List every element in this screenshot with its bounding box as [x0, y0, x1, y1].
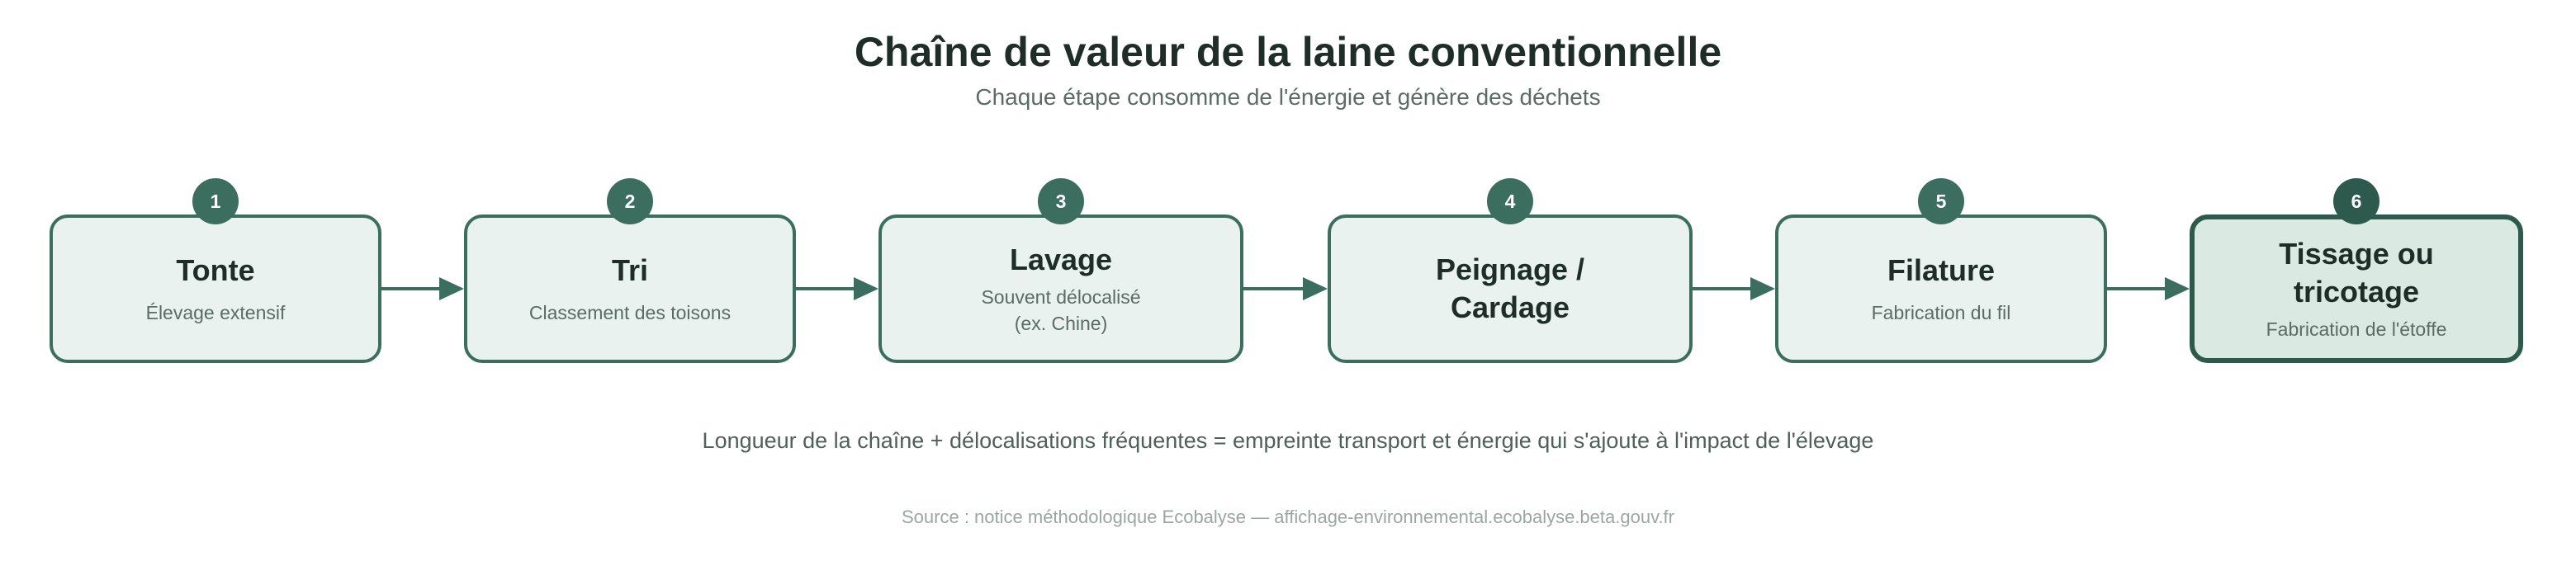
step-title: Lavage [1009, 243, 1113, 276]
connector-arrow-2-3 [796, 277, 878, 300]
arrowhead-icon [1750, 277, 1775, 300]
step-title: Tonte [176, 253, 255, 287]
step-description: Souvent délocalisé (ex. Chine) [981, 286, 1141, 334]
step-box-filature: Filature Fabrication du fil [1775, 214, 2107, 363]
step-description: Fabrication de l'étoffe [2266, 318, 2447, 340]
step-box-lavage: Lavage Souvent délocalisé (ex. Chine) [878, 214, 1243, 363]
step-number-badge: 3 [1038, 178, 1084, 224]
page-subtitle: Chaque étape consomme de l'énergie et gé… [975, 84, 1601, 110]
step-number-badge: 2 [607, 178, 653, 224]
arrowhead-icon [439, 277, 464, 300]
connector-arrow-5-6 [2107, 277, 2190, 300]
step-title: Tri [611, 253, 648, 287]
arrowhead-icon [2165, 277, 2190, 300]
step-box-tri: Tri Classement des toisons [464, 214, 796, 363]
step-description: Fabrication du fil [1871, 302, 2011, 323]
step-box-tissage-tricotage: Tissage ou tricotage Fabrication de l'ét… [2190, 214, 2523, 363]
connector-arrow-4-5 [1693, 277, 1775, 300]
source-citation: Source : notice méthodologique Ecobalyse… [902, 507, 1674, 527]
step-title: Tissage ou tricotage [2279, 237, 2434, 309]
step-description: Élevage extensif [145, 302, 286, 323]
step-description: Classement des toisons [528, 302, 732, 323]
step-box-tonte: Tonte Élevage extensif [50, 214, 381, 363]
connector-arrow-1-2 [381, 277, 464, 300]
step-number-badge: 4 [1487, 178, 1533, 224]
step-box-peignage-cardage: Peignage / Cardage [1328, 214, 1693, 363]
step-number-badge: 6 [2333, 178, 2379, 224]
step-number-badge: 5 [1918, 178, 1964, 224]
step-title: Peignage / Cardage [1435, 252, 1585, 324]
arrowhead-icon [854, 277, 878, 300]
step-title: Filature [1887, 253, 1996, 287]
impact-note: Longueur de la chaîne + délocalisations … [702, 428, 1874, 453]
arrowhead-icon [1303, 277, 1328, 300]
page-title: Chaîne de valeur de la laine conventionn… [854, 29, 1722, 75]
step-number-badge: 1 [192, 178, 239, 224]
connector-arrow-3-4 [1243, 277, 1328, 300]
